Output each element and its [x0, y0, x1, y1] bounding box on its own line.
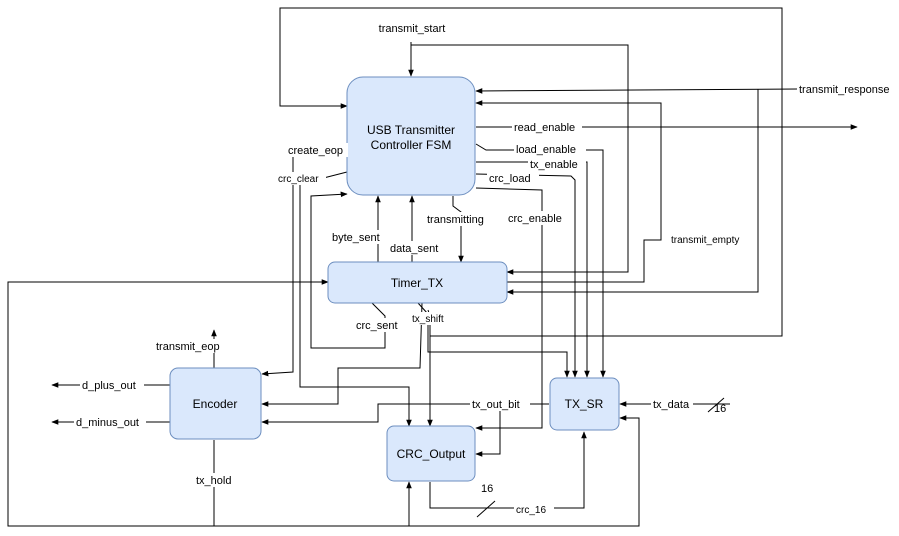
label-crc-clear: crc_clear — [278, 174, 319, 185]
label-load-enable: load_enable — [516, 144, 576, 156]
edge-transmit-empty — [475, 100, 662, 283]
label-read-enable: read_enable — [514, 122, 575, 134]
edge-tx-out-bit — [261, 403, 549, 425]
label-transmit-response: transmit_response — [799, 84, 890, 96]
fsm-block: USB Transmitter Controller FSM — [346, 76, 476, 196]
label-crc-16: crc_16 — [516, 505, 546, 516]
label-crc-sent: crc_sent — [356, 320, 398, 332]
encoder-block-label: Encoder — [193, 397, 238, 411]
label-byte-sent: byte_sent — [332, 232, 380, 244]
encoder-block: Encoder — [169, 367, 262, 440]
edge-tx-enable — [476, 161, 590, 378]
label-transmit-empty: transmit_empty — [671, 235, 739, 246]
label-tx-data: tx_data — [653, 399, 690, 411]
label-tx-enable: tx_enable — [530, 159, 578, 171]
edge-crc-sent — [310, 191, 386, 349]
edge-top-loop — [279, 7, 783, 337]
crc-output-block: CRC_Output — [386, 425, 476, 482]
label-transmit-eop: transmit_eop — [156, 341, 220, 353]
edge-crc-16 — [429, 431, 587, 509]
label-crc-16-width: 16 — [481, 483, 493, 495]
tx-sr-block: TX_SR — [549, 377, 620, 431]
crc-output-block-label: CRC_Output — [397, 447, 466, 461]
edge-outer-loop — [7, 279, 329, 527]
tx-sr-block-label: TX_SR — [565, 397, 604, 411]
edge-tx-data-bus — [707, 397, 725, 413]
fsm-block-line2: Controller FSM — [371, 138, 452, 152]
label-transmitting: transmitting — [427, 214, 484, 226]
label-tx-hold: tx_hold — [196, 475, 231, 487]
edge-tx-hold — [213, 415, 640, 527]
fsm-block-line1: USB Transmitter — [367, 123, 455, 137]
timer-block: Timer_TX — [327, 261, 508, 304]
edge-fsm-timer-right — [411, 44, 629, 275]
label-create-eop: create_eop — [288, 145, 343, 157]
label-d-minus-out: d_minus_out — [76, 417, 139, 429]
label-tx-data-width: 16 — [714, 403, 726, 415]
edge-tx-shift — [417, 302, 570, 378]
timer-block-label: Timer_TX — [391, 276, 443, 290]
label-d-plus-out: d_plus_out — [82, 380, 136, 392]
edge-timer-encoder — [261, 302, 423, 407]
edge-transmitting — [452, 196, 464, 263]
edge-tx-out-bit-crc — [475, 404, 501, 457]
label-data-sent: data_sent — [390, 243, 438, 255]
label-crc-load: crc_load — [489, 173, 531, 185]
label-tx-out-bit: tx_out_bit — [472, 399, 520, 411]
edge-crc-enable — [475, 187, 543, 431]
label-transmit-start: transmit_start — [379, 23, 446, 35]
edge-crc-16-bus — [476, 500, 496, 518]
edge-transmit-response-timer — [506, 89, 759, 295]
label-crc-enable: crc_enable — [508, 213, 562, 225]
edge-transmit-response — [475, 88, 799, 94]
label-tx-shift: tx_shift — [412, 314, 444, 325]
